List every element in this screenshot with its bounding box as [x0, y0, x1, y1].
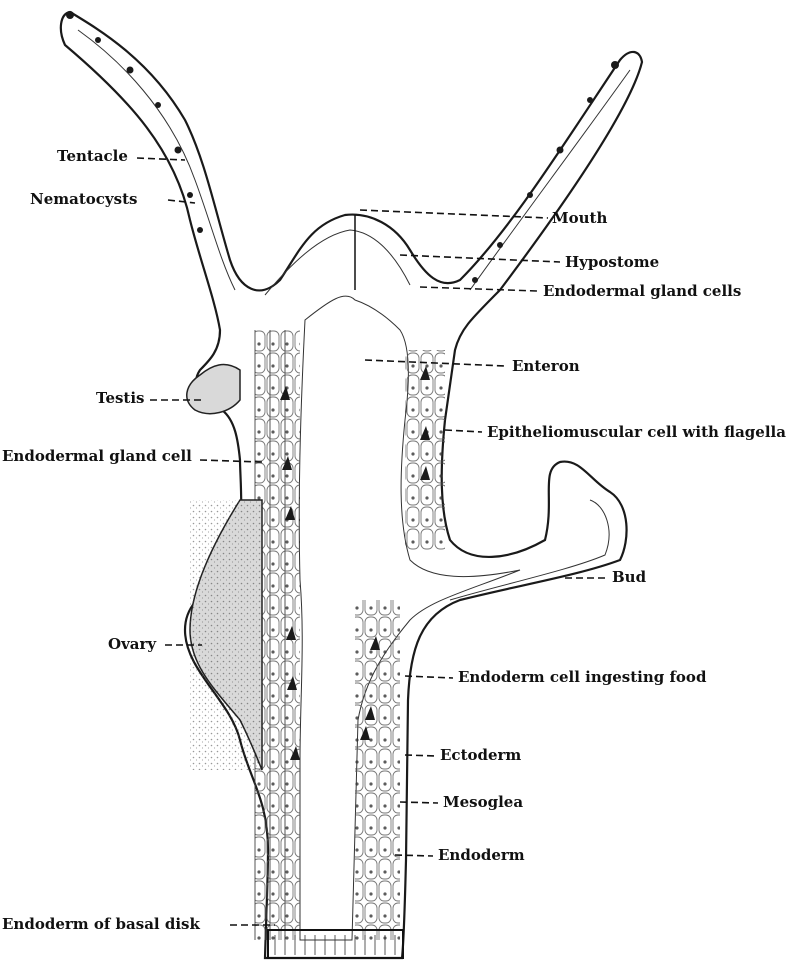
- label-ovary: Ovary: [108, 635, 157, 653]
- label-epitheliomuscular: Epitheliomuscular cell with flagella: [487, 423, 786, 441]
- label-ectoderm: Ectoderm: [440, 746, 521, 764]
- label-bud: Bud: [612, 568, 647, 586]
- label-endodermal-gland-cells: Endodermal gland cells: [543, 282, 741, 300]
- label-nematocysts: Nematocysts: [30, 190, 137, 208]
- body-outer-outline: [61, 12, 642, 958]
- label-testis: Testis: [96, 389, 145, 407]
- right-endoderm-layer: [355, 600, 400, 940]
- label-enteron: Enteron: [512, 357, 580, 375]
- testis-shape: [187, 365, 240, 414]
- label-endodermal-gland-cell: Endodermal gland cell: [2, 447, 192, 465]
- ovary-stipple: [190, 500, 262, 770]
- label-tentacle: Tentacle: [57, 147, 128, 165]
- label-endoderm-basal-disk: Endoderm of basal disk: [2, 915, 200, 933]
- label-mesoglea: Mesoglea: [443, 793, 523, 811]
- label-hypostome: Hypostome: [565, 253, 659, 271]
- hypostome-inner: [265, 230, 410, 295]
- label-endoderm: Endoderm: [438, 846, 525, 864]
- label-endoderm-ingesting: Endoderm cell ingesting food: [458, 668, 707, 686]
- label-mouth: Mouth: [552, 209, 607, 227]
- hydra-body: [61, 11, 642, 958]
